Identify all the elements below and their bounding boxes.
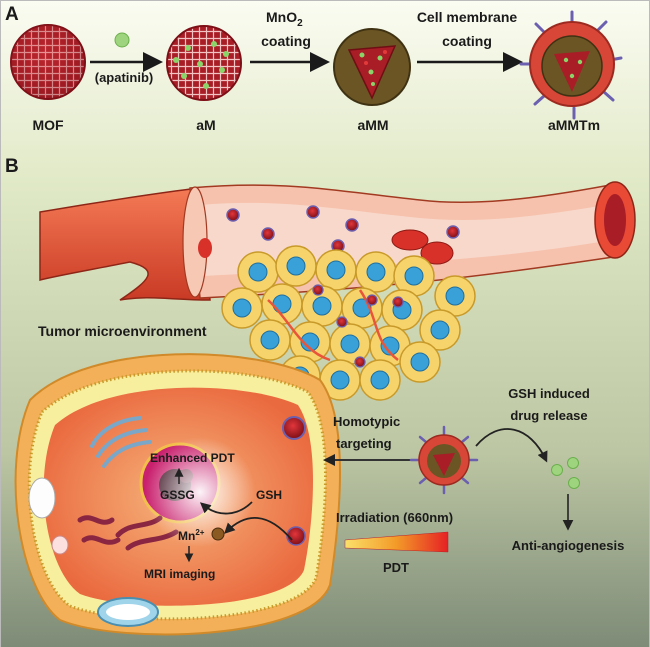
am-label: aM — [196, 117, 215, 133]
mri-imaging-label: MRI imaging — [144, 567, 215, 581]
gsh-release-line1: GSH induced — [508, 386, 590, 401]
arrow-gsh-to-gssg — [199, 501, 253, 515]
mn-label: Mn2+ — [178, 528, 205, 543]
mof-particle — [10, 24, 86, 100]
gsh-release-line2: drug release — [510, 408, 587, 423]
tumor-cell — [14, 353, 341, 636]
irradiation-label: Irradiation (660nm) — [336, 510, 453, 525]
tumor-microenvironment-label: Tumor microenvironment — [38, 323, 207, 339]
irradiation-wedge — [344, 531, 449, 553]
gssg-label: GSSG — [160, 488, 195, 502]
enhanced-pdt-label: Enhanced PDT — [150, 451, 235, 465]
gsh-label: GSH — [256, 488, 282, 502]
pdt-label: PDT — [383, 560, 409, 575]
mn-ion-dot — [211, 527, 225, 541]
homotypic-label-line2: targeting — [336, 436, 392, 451]
mno2-formula: MnO2 — [266, 9, 303, 29]
ammtm-label: aMMTm — [548, 117, 600, 133]
free-ammtm-particle — [409, 425, 479, 495]
membrane-coating-line2: coating — [442, 33, 492, 49]
mno2-coating-label: coating — [261, 33, 311, 49]
mof-label: MOF — [32, 117, 64, 133]
anti-angiogenesis-label: Anti-angiogenesis — [512, 538, 625, 553]
apatinib-label: (apatinib) — [95, 70, 154, 85]
membrane-coating-line1: Cell membrane — [417, 9, 518, 25]
am-particle — [166, 25, 242, 101]
homotypic-label-line1: Homotypic — [333, 414, 400, 429]
panel-b-label: B — [5, 156, 19, 177]
ammtm-particle — [519, 10, 623, 120]
panel-a-label: A — [5, 4, 19, 25]
amm-label: aMM — [357, 117, 388, 133]
tumor-cell-cluster — [221, 245, 476, 401]
released-drug-dots — [551, 457, 580, 489]
arrow-drug-release — [475, 428, 548, 463]
amm-particle — [333, 28, 411, 106]
apatinib-drug-dot — [114, 32, 130, 48]
arrow-to-mn — [224, 517, 293, 541]
